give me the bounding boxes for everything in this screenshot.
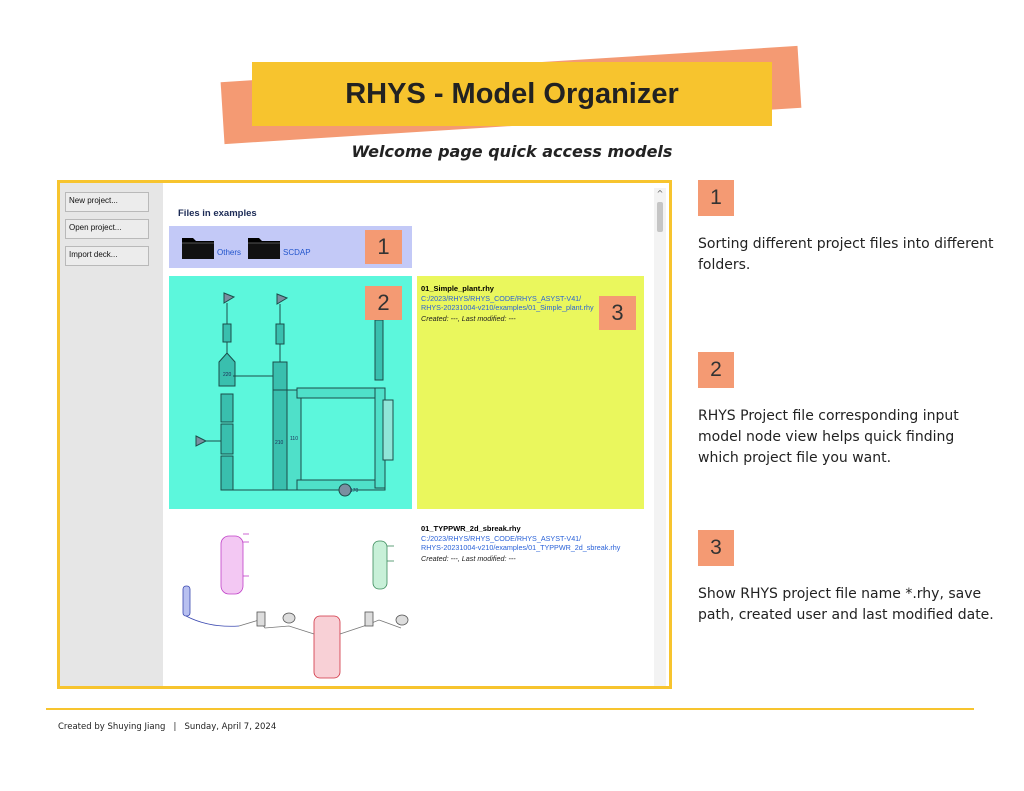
project-file-name: 01_Simple_plant.rhy (421, 284, 494, 293)
node-diagram-simple-plant: 220 210 110 170 (195, 292, 394, 497)
page-subtitle: Welcome page quick access models (351, 142, 673, 161)
project-file-path-line: C:/2023/RHYS/RHYS_CODE/RHYS_ASYST-V41/ (421, 534, 582, 543)
project-file-meta: Created: ---, Last modified: --- (421, 314, 516, 323)
explanation-text-3: Show RHYS project file name *.rhy, save … (698, 586, 994, 623)
project-file-meta: Created: ---, Last modified: --- (421, 554, 516, 563)
footer-divider (46, 708, 974, 710)
project-file-path: C:/2023/RHYS/RHYS_CODE/RHYS_ASYST-V41/ R… (421, 294, 641, 312)
footer: Created by Shuying Jiang | Sunday, April… (58, 722, 276, 732)
node-label: 210 (275, 440, 284, 446)
import-deck-button[interactable]: Import deck... (65, 246, 149, 266)
folder-label: Others (217, 248, 242, 257)
project-info-typpwr[interactable]: 01_TYPPWR_2d_sbreak.rhy C:/2023/RHYS/RHY… (417, 516, 644, 596)
footer-date: Sunday, April 7, 2024 (184, 722, 277, 732)
project-file-name: 01_TYPPWR_2d_sbreak.rhy (421, 524, 521, 533)
app-screenshot: New project... Open project... Import de… (57, 180, 672, 689)
callout-badge-3: 3 (599, 296, 636, 330)
project-file-path-line: C:/2023/RHYS/RHYS_CODE/RHYS_ASYST-V41/ (421, 294, 582, 303)
footer-separator: | (173, 722, 177, 732)
folder-label: SCDAP (283, 248, 311, 257)
new-project-button[interactable]: New project... (65, 192, 149, 212)
explanation-badge-1: 1 (698, 180, 734, 216)
explanation-badge-2: 2 (698, 352, 734, 388)
files-header: Files in examples (178, 208, 257, 219)
explanation-text-1: Sorting different project files into dif… (698, 236, 994, 273)
folder-strip: Others SCDAP 1 (169, 226, 412, 268)
project-file-path: C:/2023/RHYS/RHYS_CODE/RHYS_ASYST-V41/ R… (421, 534, 641, 552)
vertical-scrollbar[interactable]: ^ (654, 188, 666, 686)
title-banner: RHYS - Model Organizer (252, 62, 772, 126)
page-title: RHYS - Model Organizer (345, 77, 679, 110)
callout-badge-1: 1 (365, 230, 402, 264)
app-main-panel: Files in examples Others SCDAP 1 (163, 188, 654, 686)
footer-author: Created by Shuying Jiang (58, 722, 166, 732)
app-sidebar: New project... Open project... Import de… (60, 183, 163, 686)
explanation-badge-3: 3 (698, 530, 734, 566)
project-info-simple-plant[interactable]: 01_Simple_plant.rhy C:/2023/RHYS/RHYS_CO… (417, 276, 644, 509)
scroll-thumb[interactable] (657, 202, 663, 232)
folder-others[interactable]: Others (181, 234, 241, 260)
node-label: 220 (223, 372, 232, 378)
node-label: 170 (350, 488, 359, 494)
folder-icon (182, 238, 214, 259)
folder-scdap[interactable]: SCDAP (247, 234, 311, 260)
project-thumbnail-simple-plant[interactable]: 220 210 110 170 2 (169, 276, 412, 509)
node-diagram-typpwr (182, 533, 409, 679)
explanation-text-2: RHYS Project file corresponding input mo… (698, 408, 959, 466)
project-thumbnail-typpwr[interactable] (169, 516, 412, 686)
folder-icon (248, 238, 280, 259)
project-file-path-line: RHYS-20231004-v210/examples/01_Simple_pl… (421, 303, 594, 312)
node-label: 110 (290, 436, 298, 442)
project-file-path-line: RHYS-20231004-v210/examples/01_TYPPWR_2d… (421, 543, 621, 552)
callout-badge-2: 2 (365, 286, 402, 320)
scroll-up-arrow-icon[interactable]: ^ (656, 189, 664, 198)
open-project-button[interactable]: Open project... (65, 219, 149, 239)
